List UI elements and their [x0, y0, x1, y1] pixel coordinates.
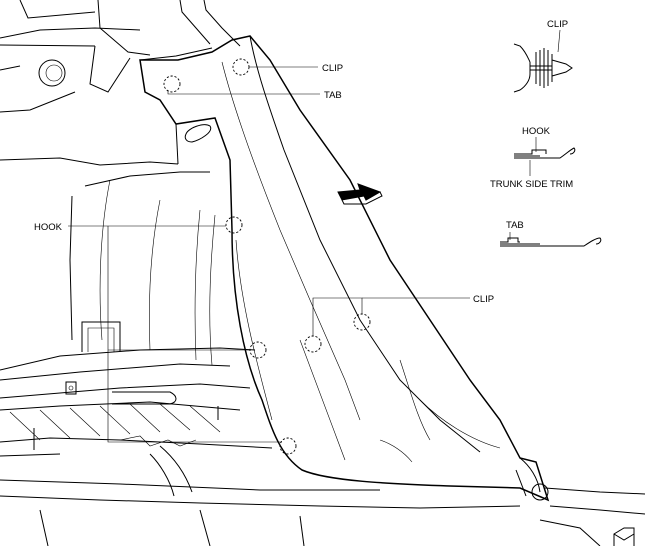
- hook-detail: HOOK TRUNK SIDE TRIM: [490, 126, 576, 190]
- tab-detail-label: TAB: [506, 220, 524, 231]
- clip-label-mid: CLIP: [473, 294, 494, 305]
- tab-label: TAB: [324, 90, 342, 101]
- hook-location-marker-1: [225, 216, 243, 234]
- trunk-side-trim-label: TRUNK SIDE TRIM: [490, 179, 573, 190]
- clip-location-marker-top: [232, 58, 250, 76]
- trunk-side-trim-panel: [139, 35, 550, 502]
- hook-location-marker-3: [279, 437, 297, 455]
- hook-label: HOOK: [34, 222, 63, 233]
- clip-location-marker-mid-1: [304, 335, 322, 353]
- leader-lines: [68, 66, 470, 443]
- clip-location-marker-mid-2: [353, 313, 371, 331]
- tab-detail: TAB: [500, 220, 602, 247]
- tab-location-marker: [163, 75, 181, 93]
- clip-detail: CLIP: [513, 19, 573, 93]
- clip-detail-label: CLIP: [547, 19, 568, 30]
- clip-label-top: CLIP: [322, 63, 343, 74]
- direction-arrow: [337, 183, 383, 205]
- hook-detail-label: HOOK: [522, 126, 551, 137]
